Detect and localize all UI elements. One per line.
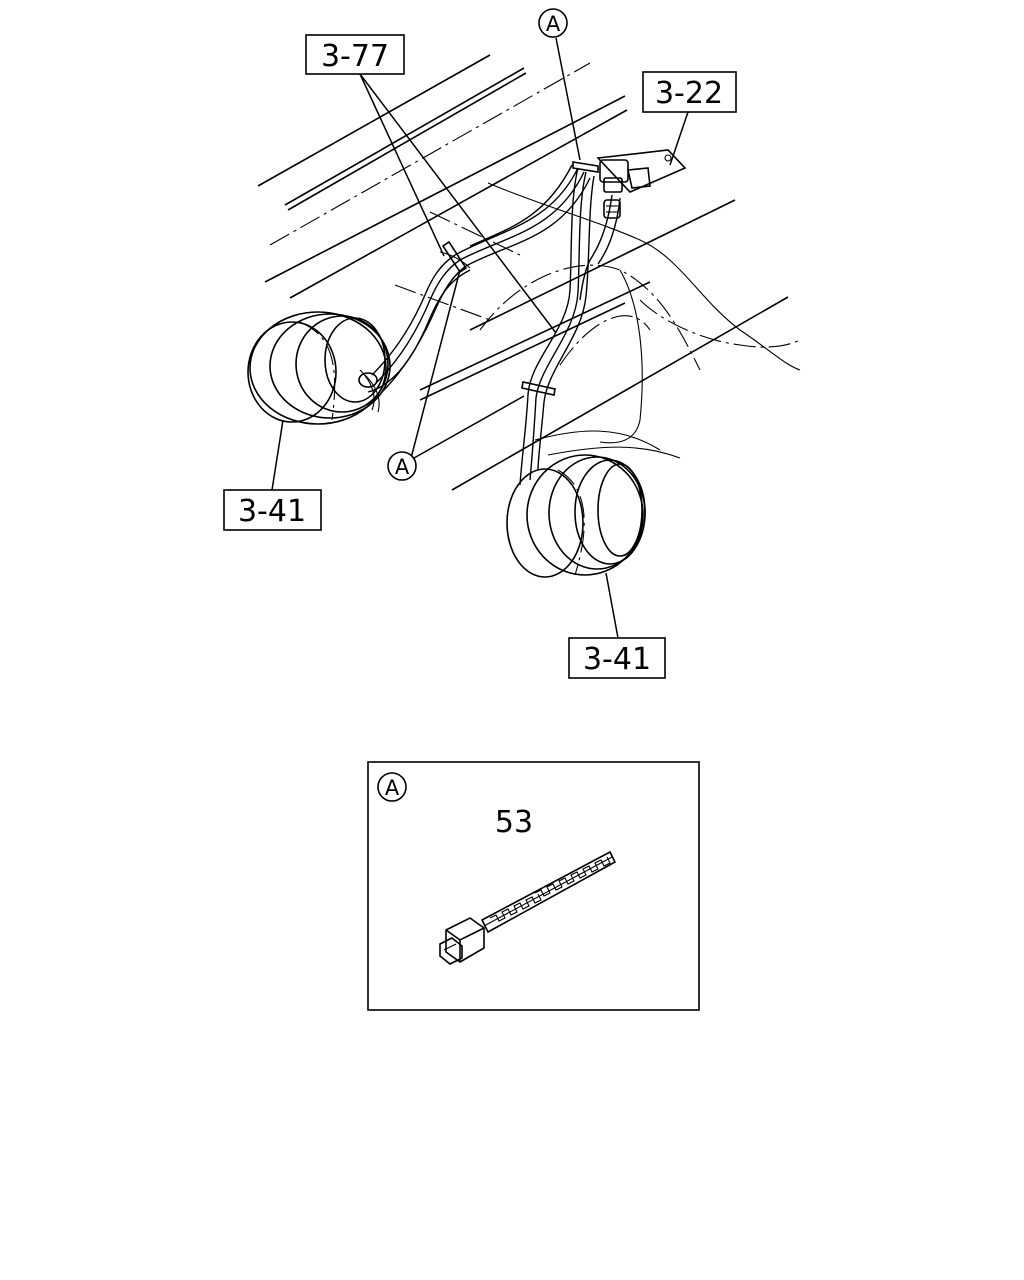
- callout-a-mid: A: [387, 451, 417, 481]
- part-53-label: 53: [495, 805, 533, 840]
- ref-box-3-77: 3-77: [305, 34, 405, 75]
- ref-box-3-41-left: 3-41: [223, 489, 322, 531]
- harness-clip-right: [521, 381, 556, 396]
- left-lamp: [247, 311, 391, 425]
- connector-bracket: [596, 149, 687, 219]
- detail-box-a: A 53: [367, 761, 700, 1011]
- harness-clip-top: [572, 161, 599, 173]
- ref-label-3-41-right: 3-41: [583, 642, 651, 677]
- cable-tie: [439, 850, 617, 965]
- callout-a-top-label: A: [546, 12, 561, 36]
- callout-a-mid-label: A: [395, 455, 410, 479]
- ref-box-3-22: 3-22: [642, 71, 737, 113]
- callout-a-top: A: [538, 8, 568, 38]
- ref-label-3-22: 3-22: [655, 76, 723, 111]
- leader-lines: [271, 37, 689, 878]
- detail-a-label: A: [385, 776, 400, 800]
- ref-label-3-41-left: 3-41: [238, 494, 306, 529]
- ref-label-3-77: 3-77: [321, 39, 389, 74]
- frame-rails: [257, 54, 789, 491]
- wiring-harness: [358, 164, 621, 486]
- body-contours: [479, 182, 801, 459]
- right-lamp: [506, 454, 646, 578]
- ref-box-3-41-right: 3-41: [568, 637, 666, 679]
